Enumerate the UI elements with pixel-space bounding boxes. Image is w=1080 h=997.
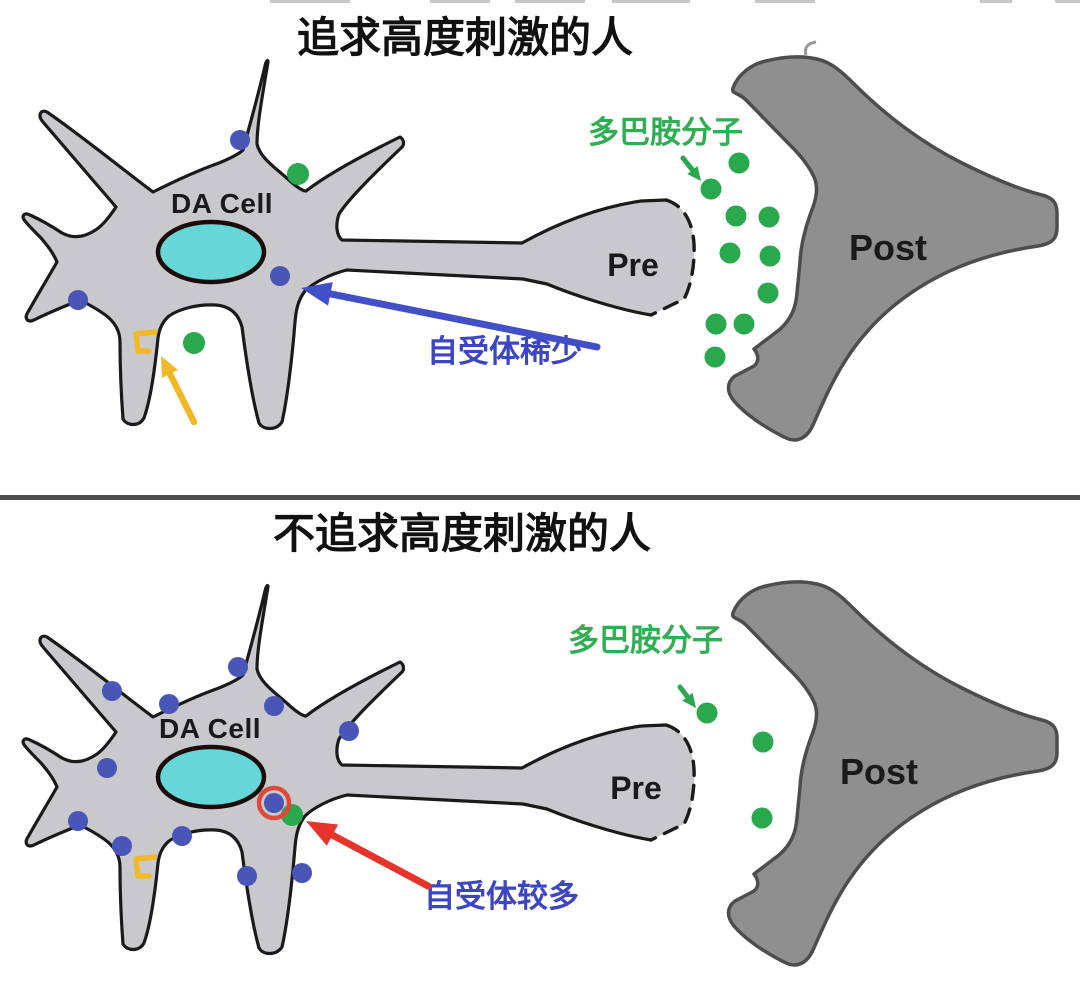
- dopamine-dot: [700, 178, 722, 200]
- autoreceptor-dot: [68, 811, 88, 831]
- blue-arrow: [323, 289, 601, 351]
- dopamine-dot: [752, 731, 774, 753]
- autoreceptor-dot: [264, 696, 284, 716]
- dopamine-dot: [758, 206, 780, 228]
- post-label: Post: [840, 751, 918, 792]
- da-cell-label: DA Cell: [171, 188, 273, 219]
- dopamine-dot: [733, 313, 755, 335]
- autoreceptor-dot: [172, 826, 192, 846]
- top-panel-diagram: 追求高度刺激的人 DA Cell Pre Post 多巴胺分子 自受体稀少: [0, 0, 1080, 497]
- panel-divider: [0, 495, 1080, 500]
- pre-label: Pre: [610, 770, 662, 806]
- autoreceptor-dot: [112, 836, 132, 856]
- autoreceptor-dot: [270, 266, 290, 286]
- yellow-receptor-bracket: [133, 854, 158, 879]
- top-panel-overlay: [68, 130, 781, 426]
- green-arrow-head: [682, 692, 696, 708]
- top-edge-artifacts: [270, 0, 1080, 56]
- dopamine-dot: [728, 152, 750, 174]
- autoreceptor-dot: [237, 866, 257, 886]
- bottom-panel-diagram: 不追求高度刺激的人 DA Cell Pre Post 多巴胺分子 自受体较多: [0, 511, 1080, 997]
- green-arrow: [680, 155, 697, 175]
- autoreceptor-annotation-label: 自受体较多: [424, 879, 579, 914]
- autoreceptor-dot: [97, 758, 117, 778]
- highlighted-autoreceptor-dot: [264, 793, 284, 813]
- autoreceptor-dot: [339, 721, 359, 741]
- dopamine-dot: [704, 346, 726, 368]
- yellow-receptor-bracket: [133, 329, 158, 354]
- dopamine-dot: [757, 282, 779, 304]
- bottom-panel-overlay: [68, 657, 774, 890]
- da-cell-label: DA Cell: [159, 713, 261, 744]
- autoreceptor-dot: [159, 694, 179, 714]
- dopamine-molecules-label: 多巴胺分子: [588, 115, 743, 150]
- yellow-arrow-head: [161, 356, 178, 378]
- dopamine-dot: [751, 807, 773, 829]
- dopamine-dot: [696, 702, 718, 724]
- red-arrow-head: [306, 821, 339, 846]
- panel-title: 追求高度刺激的人: [297, 15, 633, 62]
- dopamine-dot: [725, 205, 747, 227]
- dopamine-dot: [719, 242, 741, 264]
- autoreceptor-dot: [68, 290, 88, 310]
- red-arrow: [326, 830, 432, 890]
- blue-arrow-head: [301, 282, 333, 306]
- pre-label: Pre: [607, 247, 659, 283]
- dopamine-molecules-label: 多巴胺分子: [568, 623, 723, 658]
- autoreceptor-dot: [230, 130, 250, 150]
- autoreceptor-dot: [228, 657, 248, 677]
- dopamine-dot: [705, 313, 727, 335]
- red-highlight-ring: [256, 785, 292, 821]
- dopamine-dot: [759, 245, 781, 267]
- panel-title: 不追求高度刺激的人: [273, 511, 651, 558]
- autoreceptor-dot: [292, 863, 312, 883]
- dopamine-dot: [287, 163, 309, 185]
- autoreceptor-dot: [102, 681, 122, 701]
- post-label: Post: [849, 227, 927, 268]
- green-arrow-head: [687, 165, 701, 181]
- yellow-arrow: [165, 367, 198, 426]
- dopamine-dot: [183, 332, 205, 354]
